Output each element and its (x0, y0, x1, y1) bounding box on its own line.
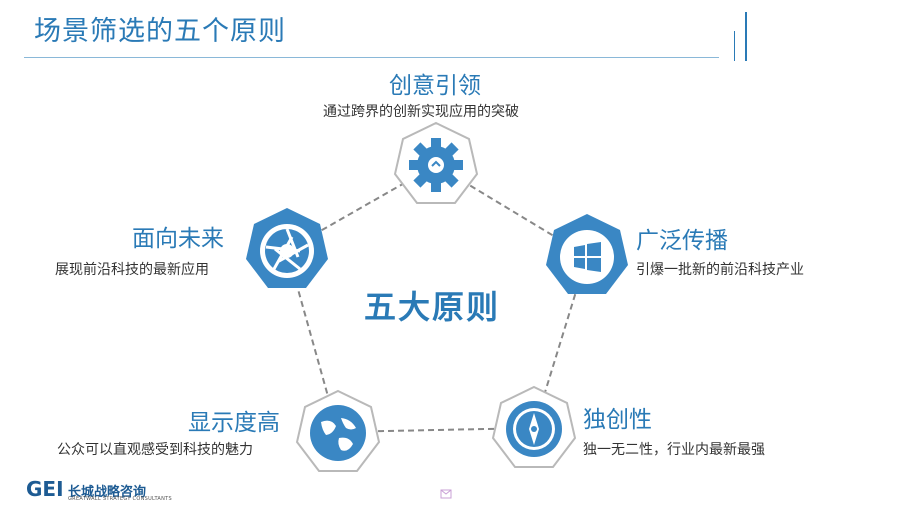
aperture-icon (260, 224, 314, 278)
principle-3-desc: 独一无二性，行业内最新最强 (583, 442, 765, 458)
compass-icon (506, 401, 562, 457)
principle-3-title: 独创性 (583, 407, 652, 433)
watermark-icon (440, 489, 452, 499)
principle-node-4 (293, 388, 383, 478)
page-title: 场景筛选的五个原则 (34, 16, 286, 47)
principle-5-title: 面向未来 (132, 226, 224, 252)
principle-1-desc: 通过跨界的创新实现应用的突破 (323, 104, 519, 120)
windows-icon (560, 230, 614, 284)
logo-name: 长城战略咨询 (68, 485, 147, 500)
logo-mark: GEI (26, 477, 64, 501)
header-bar-left (734, 31, 735, 61)
principle-node-5 (242, 205, 332, 295)
logo-name-en: GREATWALL STRATEGY CONSULTANTS (68, 496, 173, 502)
company-logo: GEI 长城战略咨询 GREATWALL STRATEGY CONSULTANT… (26, 477, 172, 502)
title-divider (24, 57, 719, 58)
center-label: 五大原则 (364, 288, 501, 326)
principle-1-title: 创意引领 (389, 73, 481, 99)
principle-2-desc: 引爆一批新的前沿科技产业 (636, 262, 804, 278)
principle-2-title: 广泛传播 (636, 228, 728, 254)
principle-4-desc: 公众可以直观感受到科技的魅力 (57, 442, 253, 458)
principle-4-title: 显示度高 (188, 410, 280, 436)
principle-5-desc: 展现前沿科技的最新应用 (55, 262, 209, 278)
principle-node-2 (542, 211, 632, 301)
gear-icon (409, 138, 463, 192)
header-bar-right (745, 12, 747, 61)
principle-node-3 (489, 384, 579, 474)
principle-node-1 (391, 120, 481, 210)
globe-icon (310, 405, 366, 461)
